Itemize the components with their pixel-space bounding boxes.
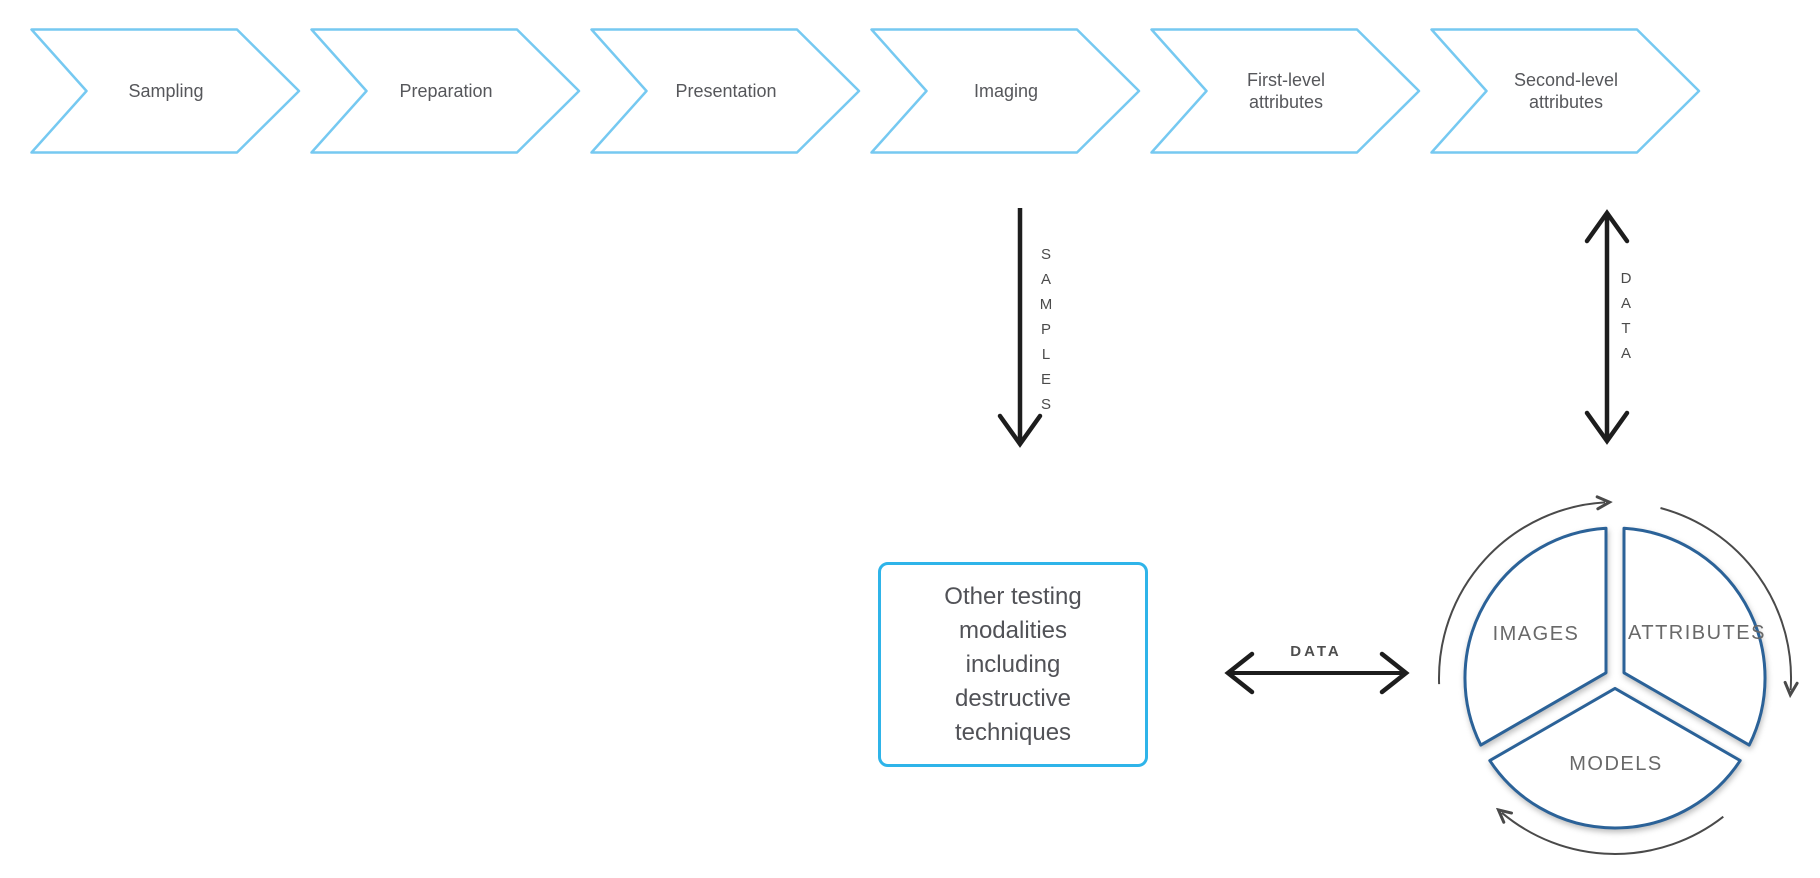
- other-testing-box-label: Other testing modalities including destr…: [944, 582, 1082, 746]
- cycle-rotation-arrow-bottom: [1502, 813, 1724, 855]
- vertical-letter: S: [1040, 246, 1051, 263]
- cycle-segment-models: [1488, 686, 1742, 830]
- pipeline-step-first-level-attributes: First-level attributes: [1150, 28, 1422, 154]
- chevron-arrow-shape: [1430, 28, 1701, 154]
- data-arrow-label-horizontal: DATA: [1290, 643, 1342, 660]
- vertical-letter: P: [1040, 321, 1051, 338]
- pipeline-step-label: Imaging: [973, 80, 1039, 101]
- chevron-arrow-shape: [590, 28, 861, 154]
- pipeline-step-sampling: Sampling: [30, 28, 302, 154]
- vertical-letter: A: [1620, 295, 1631, 312]
- cycle-rotation-arrow-top-left: [1438, 502, 1605, 685]
- pipeline-step-label: Preparation: [399, 80, 493, 101]
- vertical-letter: L: [1041, 346, 1051, 363]
- chevron-arrow-shape: [310, 28, 581, 154]
- vertical-letter: D: [1620, 270, 1632, 287]
- data-bidirectional-arrow-vertical-icon: [1584, 209, 1630, 445]
- vertical-letter: A: [1620, 345, 1631, 362]
- data-arrow-label-vertical: D A T A: [1612, 266, 1640, 366]
- chevron-arrow-shape: [30, 28, 301, 154]
- vertical-letter: E: [1040, 371, 1051, 388]
- samples-arrow-label: S A M P L E S: [1032, 242, 1060, 417]
- pipeline-step-label: Sampling: [128, 80, 204, 101]
- pipeline-step-label: First-level attributes: [1246, 69, 1325, 113]
- samples-down-arrow-icon: [997, 208, 1043, 448]
- cycle-segment-attributes: [1622, 526, 1767, 747]
- vertical-letter: S: [1040, 396, 1051, 413]
- cycle-segment-images: [1463, 526, 1608, 747]
- data-bidirectional-arrow-horizontal-icon: [1224, 651, 1410, 695]
- cycle-segment-label-attributes: ATTRIBUTES: [1628, 622, 1766, 644]
- pipeline-step-label: Second-level attributes: [1513, 69, 1619, 113]
- vertical-letter: T: [1621, 320, 1631, 337]
- pipeline-step-imaging: Imaging: [870, 28, 1142, 154]
- pipeline-step-label: Presentation: [675, 80, 777, 101]
- vertical-letter: A: [1040, 271, 1051, 288]
- cycle-rotation-arrow-top-right: [1660, 507, 1792, 690]
- pipeline-step-presentation: Presentation: [590, 28, 862, 154]
- cycle-segment-label-models: MODELS: [1569, 753, 1662, 775]
- vertical-letter: M: [1039, 296, 1053, 313]
- pipeline-step-preparation: Preparation: [310, 28, 582, 154]
- data-cycle-diagram: IMAGES ATTRIBUTES MODELS: [1438, 473, 1820, 855]
- chevron-arrow-shape: [870, 28, 1141, 154]
- other-testing-box: Other testing modalities including destr…: [878, 562, 1148, 767]
- cycle-segment-label-images: IMAGES: [1493, 623, 1580, 645]
- pipeline-step-second-level-attributes: Second-level attributes: [1430, 28, 1702, 154]
- chevron-arrow-shape: [1150, 28, 1421, 154]
